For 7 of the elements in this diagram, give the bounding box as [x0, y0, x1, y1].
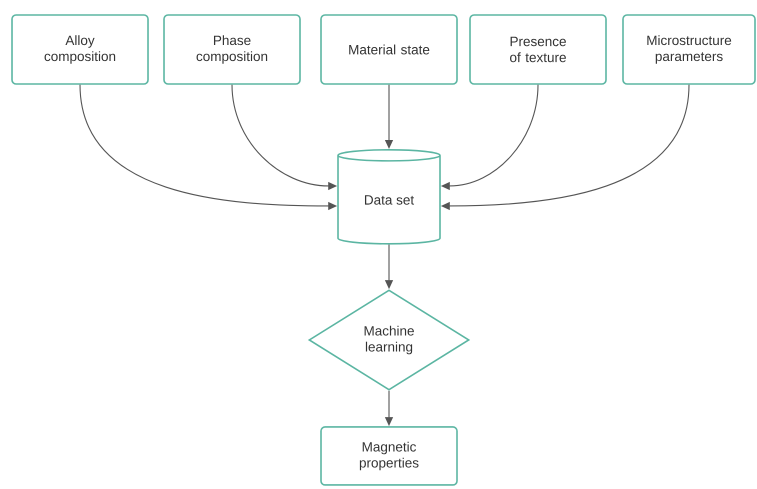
process-box: Microstructure parameters	[622, 14, 756, 85]
process-box: Magnetic properties	[320, 426, 458, 486]
process-box: Presence of texture	[469, 14, 607, 85]
process-box: Alloy composition	[11, 14, 149, 85]
database-cylinder: Data set	[337, 149, 441, 245]
process-box: Phase composition	[163, 14, 301, 85]
process-box: Material state	[320, 14, 458, 85]
